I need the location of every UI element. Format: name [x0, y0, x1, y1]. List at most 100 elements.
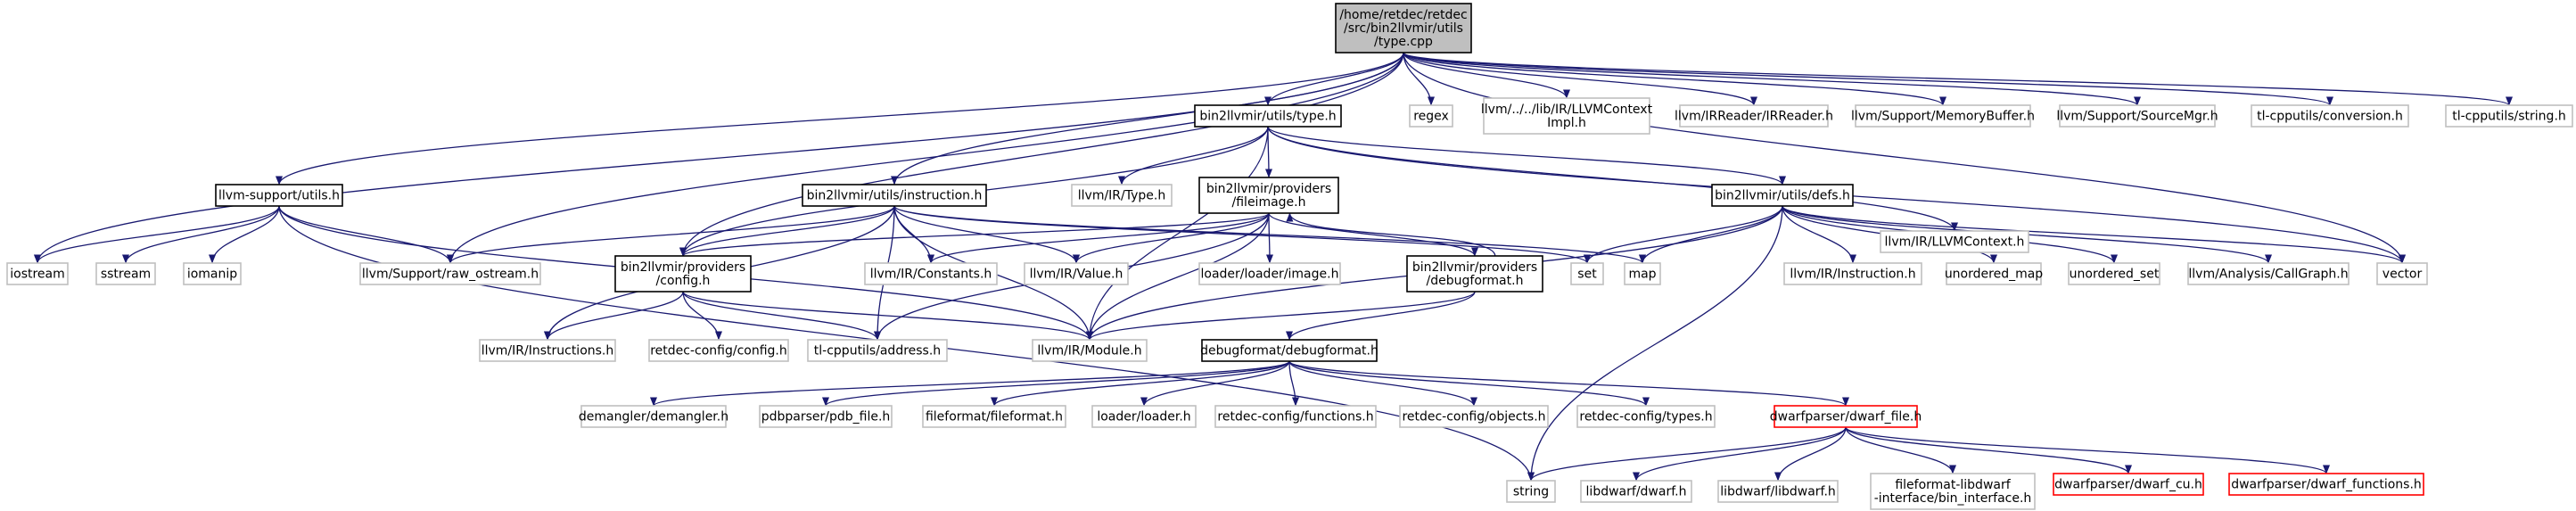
node-fileformat[interactable]: fileformat/fileformat.h: [922, 405, 1066, 428]
node-box: [1774, 405, 1918, 428]
edge-path: [1086, 126, 1269, 341]
edge-path: [927, 212, 1270, 264]
node-sourcemgr[interactable]: llvm/Support/SourceMgr.h: [2056, 104, 2218, 128]
node-dwarf-file[interactable]: dwarfparser/dwarf_file.h: [1770, 405, 1922, 428]
node-label: llvm/IR/Instruction.h: [1790, 268, 1915, 282]
node-fileimage[interactable]: bin2llvmir/providers/fileimage.h: [1198, 177, 1339, 214]
node-iomanip[interactable]: iomanip: [183, 262, 242, 285]
node-label: retdec-config/config.h: [650, 344, 787, 359]
node-label: iomanip: [187, 268, 237, 282]
edge-path: [682, 291, 722, 341]
edge-root-to-utils_type: [1264, 52, 1404, 106]
node-raw-ostream[interactable]: llvm/Support/raw_ostream.h: [359, 262, 541, 285]
edge-fileimage-to-ir_module: [1086, 212, 1270, 341]
node-loader-loader[interactable]: loader/loader.h: [1091, 405, 1197, 428]
node-ir-instruction[interactable]: llvm/IR/Instruction.h: [1783, 262, 1922, 285]
node-label: tl-cpputils/string.h: [2452, 110, 2566, 124]
node-utils-type[interactable]: bin2llvmir/utils/type.h: [1194, 104, 1342, 128]
edge-providers_config-to-ir_instructions: [544, 291, 684, 341]
node-box: [802, 184, 987, 207]
node-root[interactable]: /home/retdec/retdec/src/bin2llvmir/utils…: [1335, 3, 1472, 54]
node-label: /type.cpp: [1374, 35, 1433, 49]
node-box: [1409, 104, 1453, 128]
edge-path: [278, 205, 454, 264]
node-vector[interactable]: vector: [2376, 262, 2428, 285]
node-ir-module[interactable]: llvm/IR/Module.h: [1032, 339, 1148, 362]
node-label: /home/retdec/retdec: [1339, 8, 1467, 22]
edge-providers_config-to-tl_address: [682, 291, 881, 341]
edge-path: [679, 212, 1270, 257]
edge-path: [822, 360, 1290, 407]
node-label: /fileimage.h: [1232, 195, 1306, 210]
node-map[interactable]: map: [1624, 262, 1661, 285]
edge-path: [991, 360, 1290, 407]
edge-path: [682, 291, 1093, 341]
node-box: [1194, 104, 1342, 128]
edge-path: [1639, 205, 1783, 264]
edge-path: [891, 52, 1404, 185]
edge-utils_instruction-to-providers_config: [679, 205, 895, 257]
node-box: [2068, 262, 2160, 285]
node-debugformat[interactable]: debugformat/debugformat.h: [1200, 339, 1379, 362]
node-demangler[interactable]: demangler/demangler.h: [579, 405, 728, 428]
node-loader-image[interactable]: loader/loader/image.h: [1198, 262, 1341, 285]
node-providers-config[interactable]: bin2llvmir/providers/config.h: [614, 255, 752, 293]
node-conversion[interactable]: tl-cpputils/conversion.h: [2251, 104, 2409, 128]
edge-path: [1845, 426, 2330, 474]
edge-providers_config-to-retdec_config: [682, 291, 722, 341]
edge-path: [1288, 360, 1477, 407]
node-pdb-file[interactable]: pdbparser/pdb_file.h: [759, 405, 893, 428]
node-unordered-set[interactable]: unordered_set: [2068, 262, 2160, 285]
node-dwarf-cu[interactable]: dwarfparser/dwarf_cu.h: [2053, 473, 2204, 496]
node-llvm-support-utils[interactable]: llvm-support/utils.h: [215, 184, 343, 207]
edge-fileimage-to-providers_config: [679, 212, 1270, 257]
node-llvmcontext[interactable]: llvm/IR/LLVMContext.h: [1880, 230, 2029, 253]
node-dwarf-functions[interactable]: dwarfparser/dwarf_functions.h: [2228, 473, 2424, 496]
edge-path: [1527, 426, 1847, 482]
node-label: retdec-config/types.h: [1579, 410, 1712, 424]
node-sstream[interactable]: sstream: [95, 262, 156, 285]
node-libdwarf-libdwarf[interactable]: libdwarf/libdwarf.h: [1717, 480, 1839, 503]
node-label: retdec-config/functions.h: [1217, 410, 1373, 424]
node-unordered-map[interactable]: unordered_map: [1945, 262, 2043, 285]
edge-path: [1403, 52, 2141, 106]
node-label: llvm/IR/Module.h: [1037, 344, 1141, 359]
node-set[interactable]: set: [1570, 262, 1604, 285]
node-label: loader/loader.h: [1097, 410, 1190, 424]
node-string[interactable]: string: [1506, 480, 1556, 503]
edge-fileimage-to-ir_value: [1073, 212, 1270, 264]
node-label: map: [1628, 268, 1656, 282]
node-irreader[interactable]: llvm/IRReader/IRReader.h: [1675, 104, 1833, 128]
node-box: [1214, 405, 1377, 428]
node-rc-types[interactable]: retdec-config/types.h: [1576, 405, 1716, 428]
node-bin-interface[interactable]: fileformat-libdwarf-interface/bin_interf…: [1870, 473, 2036, 510]
node-retdec-config[interactable]: retdec-config/config.h: [648, 339, 789, 362]
node-regex[interactable]: regex: [1409, 104, 1453, 128]
edge-root-to-conversion: [1403, 52, 2333, 106]
node-ir-value[interactable]: llvm/IR/Value.h: [1024, 262, 1129, 285]
node-tlstring[interactable]: tl-cpputils/string.h: [2445, 104, 2573, 128]
node-label: llvm/../../lib/IR/LLVMContext: [1481, 103, 1653, 117]
node-box: [1198, 177, 1339, 214]
node-iostream[interactable]: iostream: [6, 262, 69, 285]
node-ir-instructions[interactable]: llvm/IR/Instructions.h: [479, 339, 616, 362]
node-memorybuffer[interactable]: llvm/Support/MemoryBuffer.h: [1851, 104, 2035, 128]
node-ir-constants[interactable]: llvm/IR/Constants.h: [864, 262, 998, 285]
edge-utils_type-to-llvmcontext: [1267, 126, 1958, 232]
node-label: fileformat-libdwarf: [1895, 478, 2011, 492]
node-rc-functions[interactable]: retdec-config/functions.h: [1214, 405, 1377, 428]
node-label: /src/bin2llvmir/utils: [1344, 21, 1463, 36]
node-rc-objects[interactable]: retdec-config/objects.h: [1399, 405, 1549, 428]
node-ir-type[interactable]: llvm/IR/Type.h: [1071, 184, 1173, 207]
node-box: [6, 262, 69, 285]
node-box: [2187, 262, 2350, 285]
node-utils-instruction[interactable]: bin2llvmir/utils/instruction.h: [802, 184, 987, 207]
node-callgraph[interactable]: llvm/Analysis/CallGraph.h: [2187, 262, 2350, 285]
node-tl-address[interactable]: tl-cpputils/address.h: [807, 339, 948, 362]
node-libdwarf-dwarf[interactable]: libdwarf/dwarf.h: [1580, 480, 1692, 503]
node-providers-debugformat[interactable]: bin2llvmir/providers/debugformat.h: [1406, 255, 1543, 293]
node-box: [2445, 104, 2573, 128]
node-utils-defs[interactable]: bin2llvmir/utils/defs.h: [1711, 184, 1854, 207]
edge-path: [1782, 205, 1856, 264]
